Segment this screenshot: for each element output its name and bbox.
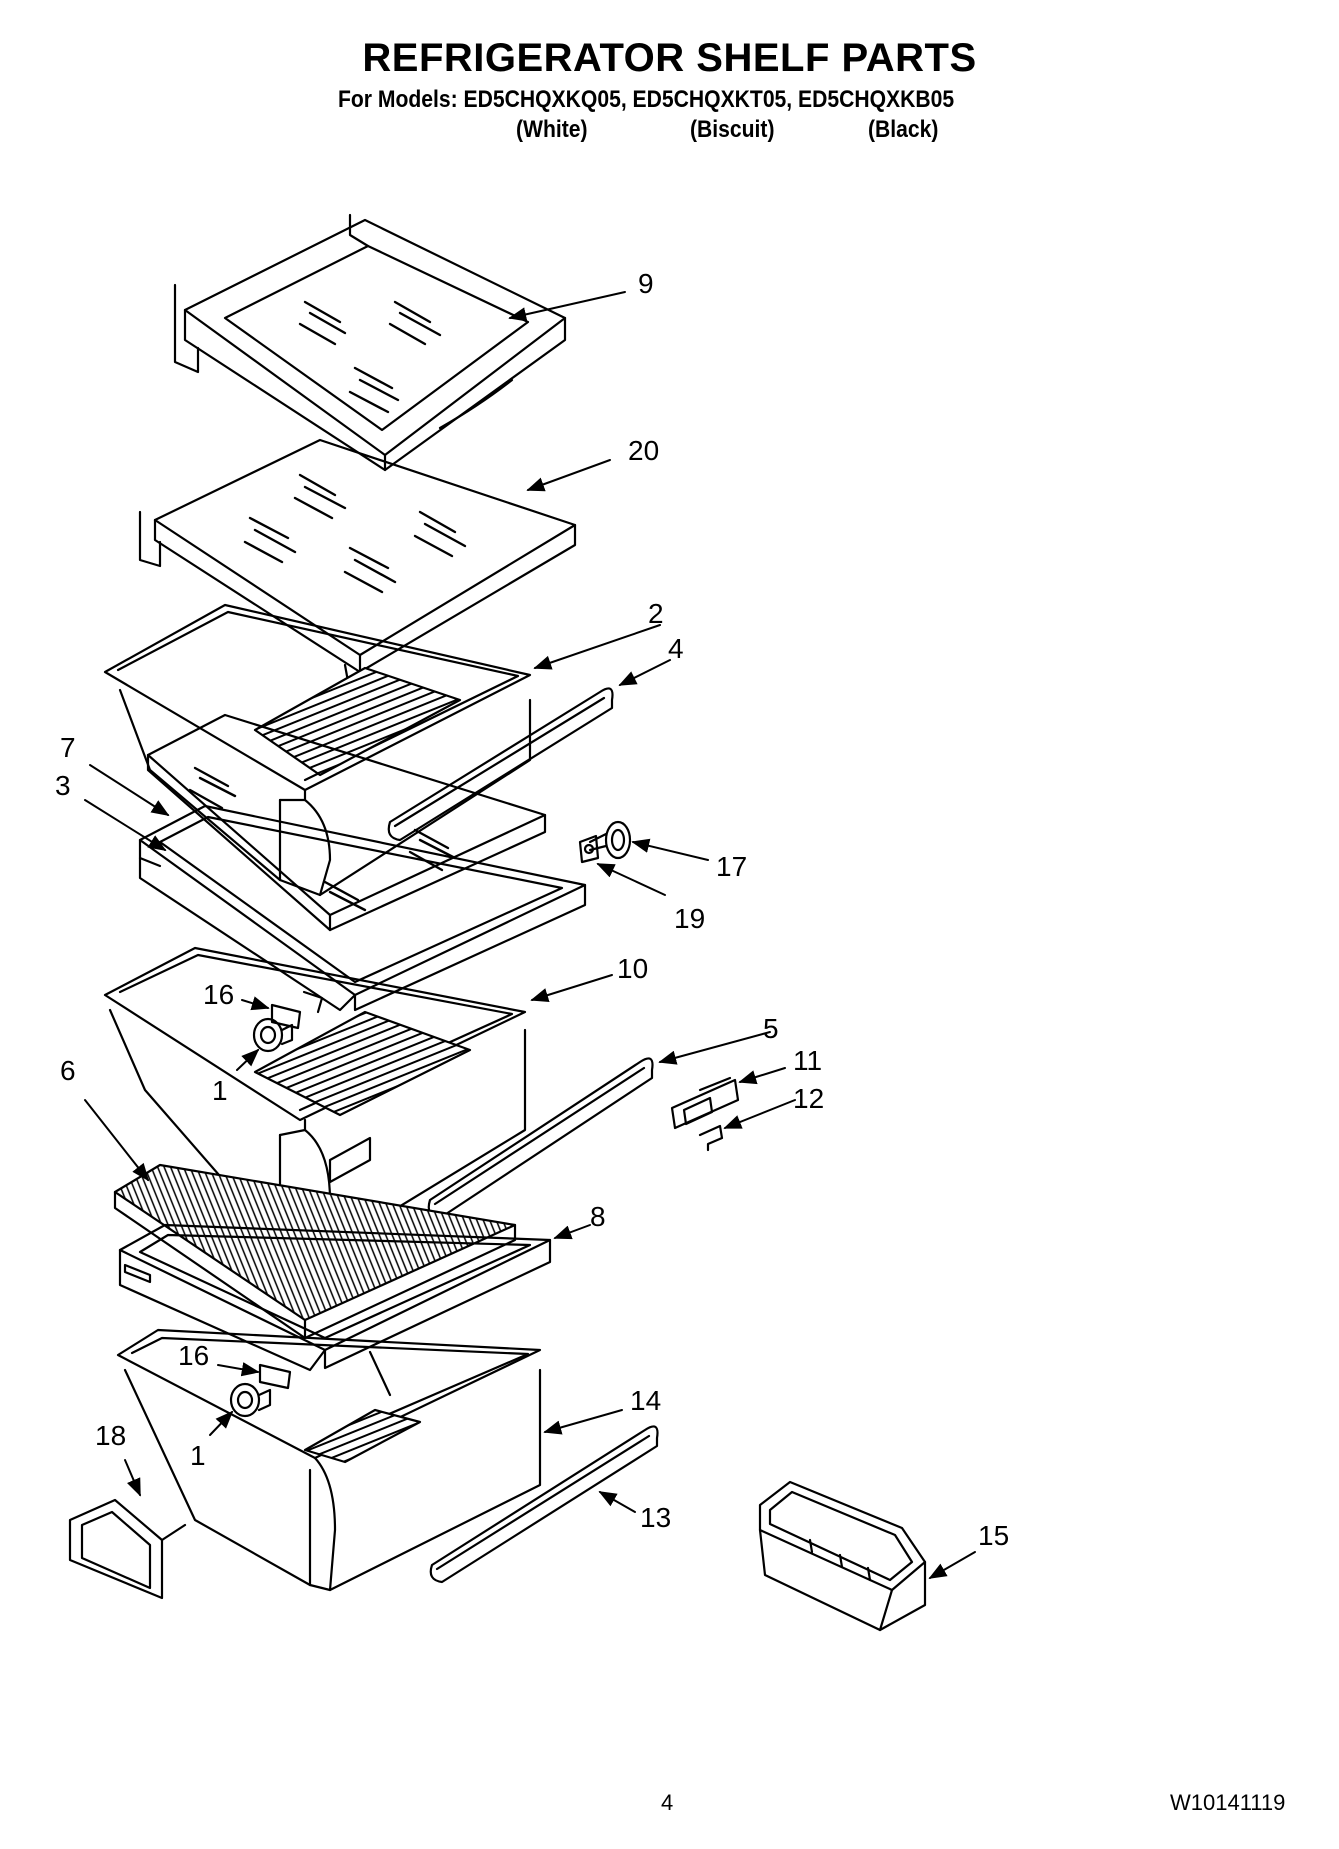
callout-9: 9	[638, 268, 654, 299]
callout-14: 14	[630, 1385, 661, 1416]
callout-1: 1	[212, 1075, 228, 1106]
roller-wheel-lower	[229, 1382, 272, 1418]
callout-16: 16	[203, 979, 234, 1010]
top-shelf	[173, 213, 567, 472]
glass-cover	[146, 713, 547, 932]
callout-20: 20	[628, 435, 659, 466]
callout-arrows	[84, 291, 976, 1579]
callout-8: 8	[590, 1201, 606, 1232]
roller-wheel	[252, 1017, 294, 1053]
callout-1-lower: 1	[190, 1440, 206, 1471]
lower-drawer-handle	[429, 1425, 659, 1584]
variant-white: (White)	[516, 116, 588, 143]
glass-shelf	[138, 438, 577, 674]
upper-crisper-drawer	[103, 603, 532, 897]
variant-biscuit: (Biscuit)	[690, 116, 775, 143]
callout-2: 2	[648, 598, 664, 629]
page-number: 4	[661, 1790, 674, 1815]
roller-bracket-lower	[258, 1363, 292, 1390]
callout-10: 10	[617, 953, 648, 984]
upper-drawer-handle	[387, 687, 614, 842]
callout-13: 13	[640, 1502, 671, 1533]
callout-3: 3	[55, 770, 71, 801]
callout-5: 5	[763, 1013, 779, 1044]
callout-17: 17	[716, 851, 747, 882]
callout-15: 15	[978, 1520, 1009, 1551]
callout-18: 18	[95, 1420, 126, 1451]
document-number: W10141119	[1170, 1790, 1286, 1815]
lower-cover-frame	[118, 1223, 552, 1372]
variant-black: (Black)	[868, 116, 939, 143]
callout-12: 12	[793, 1083, 824, 1114]
utility-bin	[758, 1480, 927, 1632]
lower-drawer	[116, 1328, 542, 1592]
page-title: REFRIGERATOR SHELF PARTS	[362, 36, 977, 80]
cover-frame	[138, 804, 587, 1012]
models-line: For Models: ED5CHQXKQ05, ED5CHQXKT05, ED…	[338, 86, 955, 113]
control-slide	[670, 1076, 740, 1130]
callout-11: 11	[793, 1045, 822, 1076]
roller-bracket	[270, 990, 324, 1030]
callout-4: 4	[668, 633, 684, 664]
callout-19: 19	[674, 903, 705, 934]
callout-16-lower: 16	[178, 1340, 209, 1371]
screw	[578, 834, 600, 864]
callout-6: 6	[60, 1055, 76, 1086]
control-clip	[698, 1124, 724, 1152]
callout-7: 7	[60, 732, 76, 763]
middle-drawer-handle	[427, 1057, 654, 1220]
label-holder	[68, 1498, 187, 1600]
